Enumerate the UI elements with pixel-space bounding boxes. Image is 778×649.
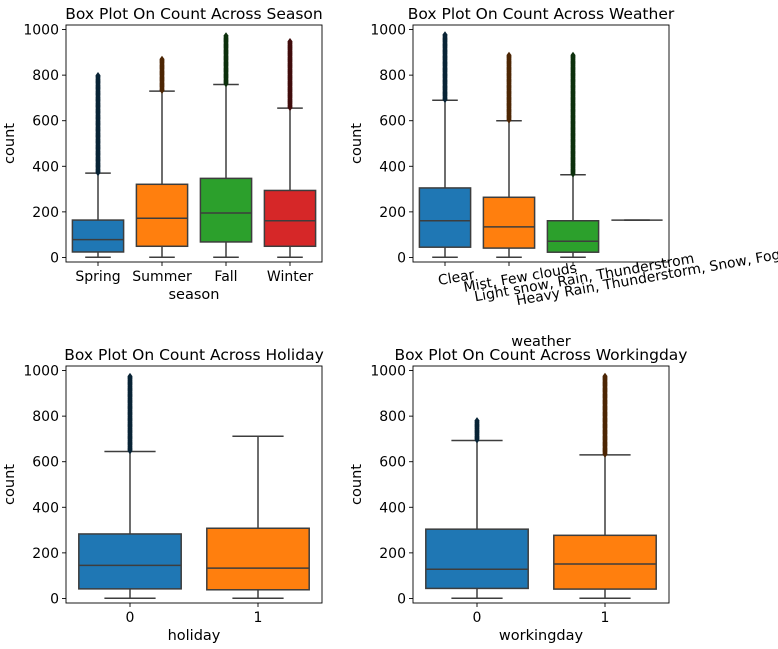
box-body [482,196,536,249]
y-tick-label: 1000 [370,23,406,39]
y-tick-label: 400 [379,159,406,175]
outlier-group [127,372,133,455]
y-tick-label: 200 [32,546,59,562]
y-tick-label: 200 [32,205,59,221]
y-tick-label: 800 [32,68,59,84]
chart-panel-1: Box Plot On Count Across Weather 0 200 400 6… [349,5,778,350]
box-body [546,220,600,253]
box-spring [71,71,125,258]
y-tick-label: 400 [379,500,406,516]
x-axis-label: holiday [168,628,221,644]
box-0 [78,372,182,599]
x-axis-label: season [169,287,220,303]
outlier-marker [442,31,448,39]
y-tick-label: 400 [32,500,59,516]
outlier-group [287,37,293,111]
outlier-group [223,32,229,88]
x-tick-label: 1 [601,610,610,626]
chart-panel-2: Box Plot On Count Across Holiday 0 200 400 6… [2,346,324,644]
box-clear [418,31,472,258]
x-axis-label: workingday [499,628,584,644]
y-axis-label: count [349,123,365,164]
y-tick-label: 200 [379,546,406,562]
x-tick-label: 0 [473,610,482,626]
outlier-marker [474,417,480,425]
x-tick-label: 1 [254,610,263,626]
box-fall [199,32,253,258]
box-body [418,187,472,248]
y-axis-label: count [349,464,365,505]
outlier-group [474,417,480,444]
box-1 [206,435,310,599]
chart-panel-0: Box Plot On Count Across Season 0 200 400 60… [2,5,323,303]
y-axis-label: count [2,123,18,164]
x-tick-label: 0 [126,610,135,626]
y-tick-label: 1000 [23,23,59,39]
outlier-marker [506,51,512,59]
y-tick-label: 400 [32,159,59,175]
outlier-marker [223,32,229,40]
chart-title: Box Plot On Count Across Season [65,5,323,23]
y-tick-label: 800 [379,68,406,84]
box-body [206,527,310,591]
x-tick-label: Winter [267,269,313,285]
y-tick-label: 0 [50,591,59,607]
box-summer [135,55,189,258]
box-light-snow-rain-thunderstrom [546,51,600,258]
box-body [78,533,182,590]
box-0 [425,417,529,599]
y-tick-label: 0 [397,591,406,607]
y-tick-label: 600 [379,114,406,130]
axes-frame [412,365,670,604]
outlier-marker [95,71,101,79]
outlier-group [159,55,165,94]
outlier-marker [570,51,576,59]
y-axis-label: count [2,464,18,505]
y-tick-label: 0 [397,250,406,266]
box-winter [263,37,317,258]
outlier-group [95,71,101,177]
y-tick-label: 600 [32,455,59,471]
outlier-group [570,51,576,178]
x-axis-label: weather [511,334,570,350]
outlier-marker [602,372,608,380]
y-tick-label: 600 [32,114,59,130]
axes-frame [65,365,323,604]
box-body [199,177,253,243]
y-tick-label: 1000 [370,364,406,380]
axes-frame [412,24,670,263]
box-body [135,183,189,248]
x-tick-label: Summer [132,269,192,285]
box-body [553,534,657,590]
y-tick-label: 800 [379,409,406,425]
outlier-group [602,372,608,458]
y-tick-label: 200 [379,205,406,221]
box-body [71,219,125,253]
box-1 [553,372,657,599]
box-body [263,189,317,248]
outlier-group [442,31,448,104]
x-tick-label: Clear [437,267,476,289]
chart-title: Box Plot On Count Across Workingday [395,346,688,364]
outlier-marker [127,372,133,380]
outlier-group [506,51,512,124]
y-tick-label: 1000 [23,364,59,380]
outlier-marker [287,37,293,45]
box-mist-few-clouds [482,51,536,258]
y-tick-label: 800 [32,409,59,425]
outlier-marker [159,55,165,63]
y-tick-label: 600 [379,455,406,471]
axes-frame [65,24,323,263]
chart-title: Box Plot On Count Across Weather [408,5,675,23]
chart-title: Box Plot On Count Across Holiday [64,346,324,364]
x-tick-label: Spring [75,269,120,285]
y-tick-label: 0 [50,250,59,266]
x-tick-label: Fall [214,269,237,285]
box-body [425,528,529,590]
chart-panel-3: Box Plot On Count Across Workingday 0 200 4… [349,346,687,644]
